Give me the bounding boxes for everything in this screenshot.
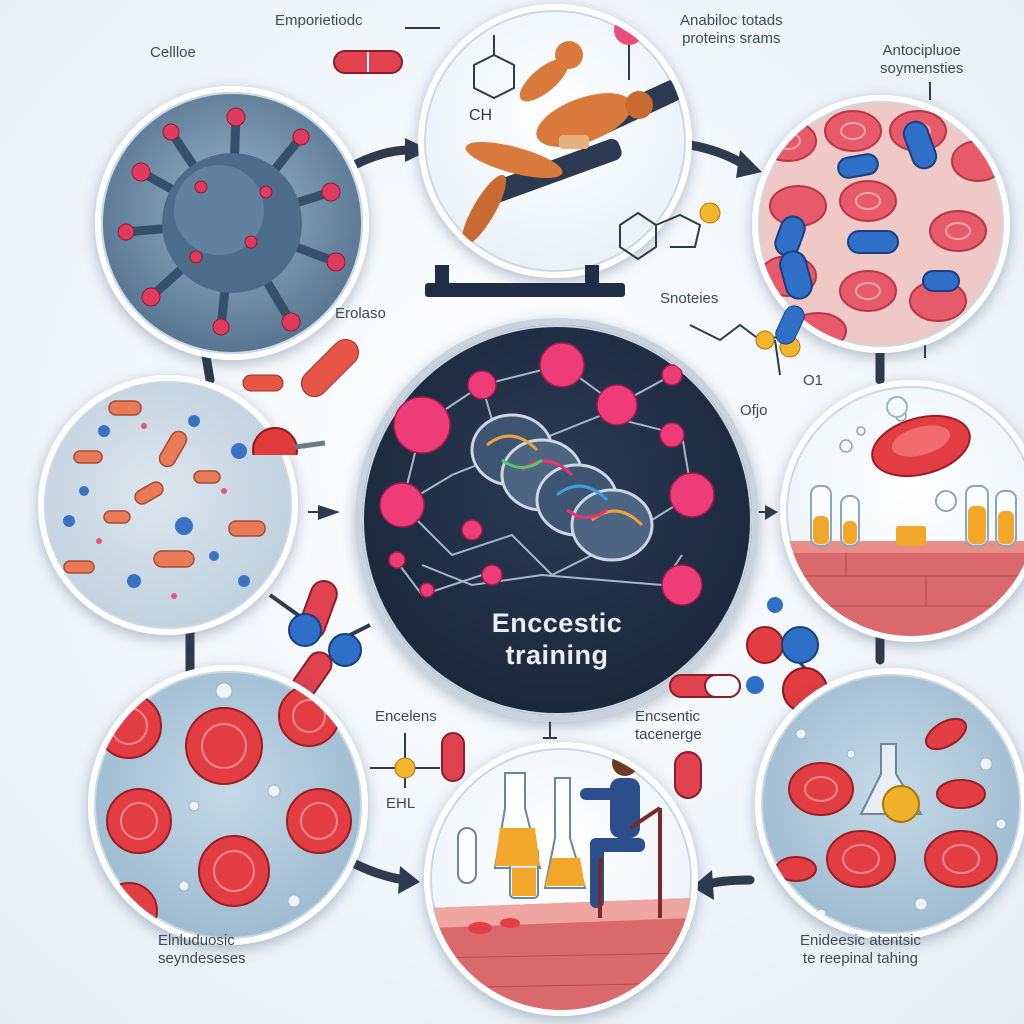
label-top-right-b: Antocipluoe soymensties: [880, 42, 964, 77]
label-top-left: Cellloe: [150, 44, 196, 61]
capsule-floating-top: [333, 50, 403, 74]
label-mid-right-c: O1: [803, 372, 824, 389]
droplet-top-right: [886, 396, 908, 418]
pills-cells-circle: [38, 375, 298, 635]
cells-flask-circle: [755, 668, 1024, 940]
molecule-structure-top: [619, 202, 721, 261]
red-cells-circle: [88, 665, 368, 945]
molecule-bottom-left: [268, 580, 371, 699]
label-bottom-center-a: Encelens: [375, 708, 437, 725]
label-ehl: EHL: [386, 795, 416, 812]
athlete-bench-circle: CH: [418, 4, 692, 278]
label-bottom-right: Enideesic atentsic te reepinal tahing: [800, 932, 921, 967]
label-top-right-a: Anabiloc totads proteins srams: [680, 12, 783, 47]
athlete-illustration: CH: [461, 15, 682, 246]
seated-athlete: [580, 750, 645, 908]
label-mid-right-b: Ofjo: [740, 402, 768, 419]
center-title-line1: Enccestic: [491, 608, 623, 638]
label-top-center: Emporietiodc: [275, 12, 363, 29]
label-mid-right-a: Snoteies: [660, 290, 719, 307]
capsule-bottom-center: [674, 751, 702, 799]
ch-label: CH: [469, 107, 492, 124]
athlete-flasks-circle: [424, 742, 698, 1016]
athlete-flasks-illustration: [430, 750, 692, 1010]
pills-cells-illustration: [63, 400, 266, 599]
label-bottom-left: Elnluduosic seyndeseses: [158, 932, 246, 967]
network-illustration: [379, 342, 715, 606]
molecule-structure-right: [689, 305, 805, 376]
central-training-circle: Enccestic training: [355, 318, 759, 722]
label-bottom-center-b: Encsentic tacenerge: [635, 708, 702, 743]
bench-base: [425, 265, 625, 299]
red-cells-illustration: [96, 682, 352, 939]
virus-illustration: [117, 107, 346, 336]
center-title-line2: training: [505, 640, 609, 670]
molecule-bottom-center: [370, 732, 465, 788]
capsules-mid-left: [242, 338, 360, 455]
cell-virus-circle: [95, 86, 369, 360]
cells-flask-illustration: [775, 717, 1007, 920]
label-mid-left: Erolaso: [335, 305, 386, 322]
